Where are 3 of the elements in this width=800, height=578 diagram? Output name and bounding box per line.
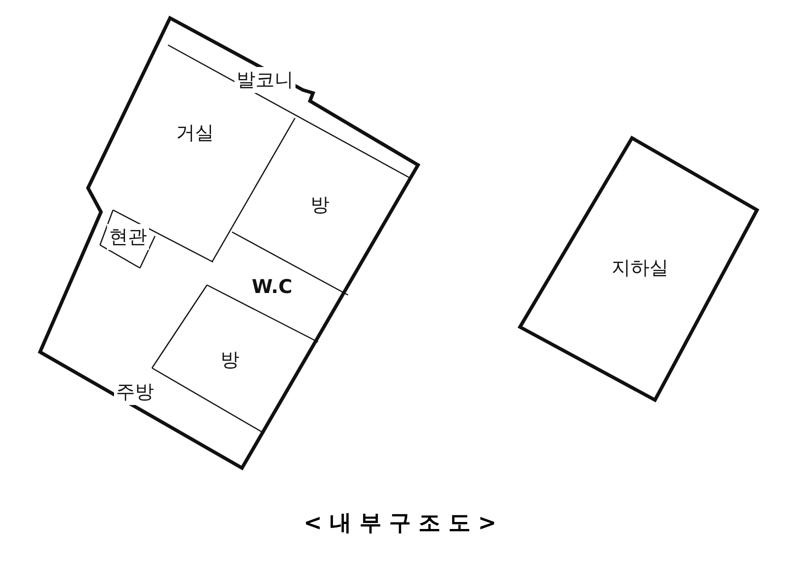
room-label: 현관 <box>107 224 149 250</box>
room-label: 발코니 <box>234 67 296 93</box>
plan-caption: < 내 부 구 조 도 > <box>302 510 498 538</box>
